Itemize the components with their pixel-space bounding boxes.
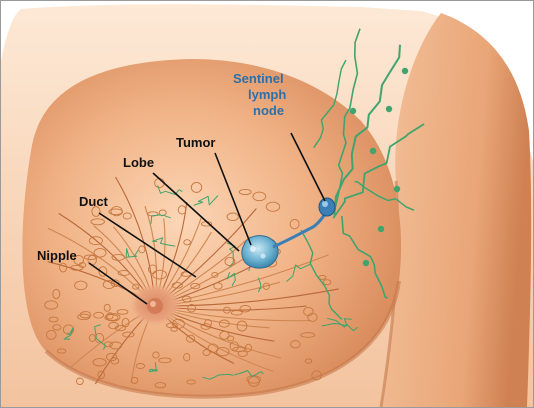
lymph-node-small (370, 148, 376, 154)
lymph-node-small (394, 186, 400, 192)
lymph-node-small (386, 106, 392, 112)
lymph-node-small (378, 226, 384, 232)
label-tumor: Tumor (176, 135, 215, 150)
lymph-node-icon (319, 198, 335, 216)
lymph-node-small (350, 108, 356, 114)
label-duct: Duct (79, 194, 109, 209)
label-sentinel-line3: node (253, 103, 284, 118)
label-nipple: Nipple (37, 248, 77, 263)
label-sentinel-line2: lymph (248, 87, 286, 102)
lymph-node-small (363, 260, 369, 266)
tumor-mass-icon (242, 236, 278, 268)
nipple-areola (129, 285, 181, 329)
lymph-node-small (402, 68, 408, 74)
label-lobe: Lobe (123, 155, 154, 170)
label-sentinel-line1: Sentinel (233, 71, 284, 86)
